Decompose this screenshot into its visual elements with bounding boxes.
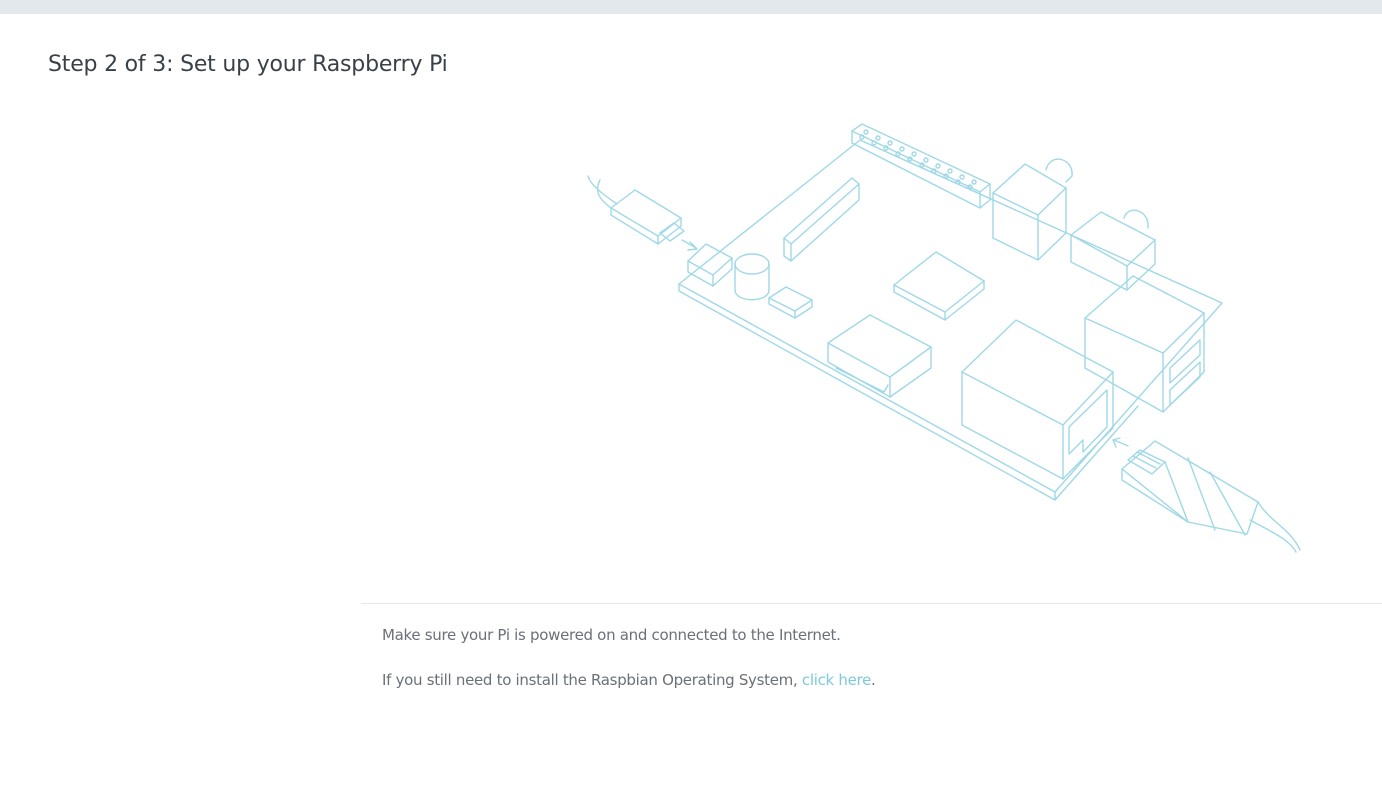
soc-chip (893, 251, 985, 313)
audio-jack (992, 163, 1067, 216)
capacitor (734, 253, 770, 275)
ethernet-port (961, 319, 1114, 426)
gpio-pins (859, 129, 977, 190)
power-cable (610, 189, 682, 237)
hdmi-port (827, 314, 932, 378)
install-instruction-suffix: . (871, 671, 876, 689)
board-outline (678, 139, 1223, 493)
instructions: Make sure your Pi is powered on and conn… (382, 626, 876, 689)
install-instruction: If you still need to install the Raspbia… (382, 671, 876, 689)
click-here-link[interactable]: click here (801, 671, 872, 689)
raspberry-pi-illustration (560, 105, 1320, 565)
power-instruction: Make sure your Pi is powered on and conn… (382, 626, 841, 644)
top-bar (0, 0, 1382, 14)
ethernet-cable (1121, 440, 1259, 535)
rca-video (1070, 211, 1156, 267)
gpio-header (851, 123, 991, 193)
install-instruction-text: If you still need to install the Raspbia… (382, 671, 802, 689)
divider (361, 603, 1382, 604)
page-title: Step 2 of 3: Set up your Raspberry Pi (48, 52, 448, 77)
